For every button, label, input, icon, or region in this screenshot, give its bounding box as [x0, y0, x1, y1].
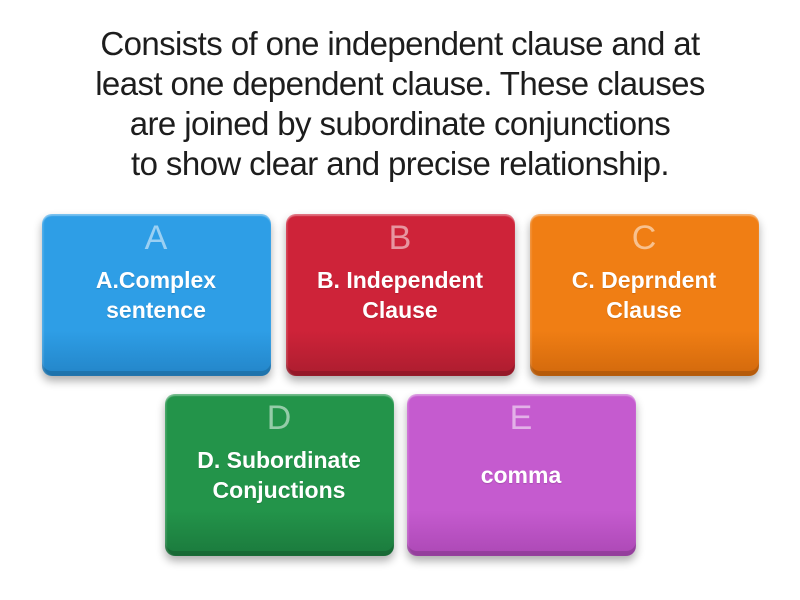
question-line: are joined by subordinate conjunctions [129, 105, 671, 142]
answer-row-2: D D. Subordinate Conjuctions E comma [0, 394, 800, 556]
answer-label-c: C. Deprndent Clause [571, 267, 717, 323]
question-line: to show clear and precise relationship. [131, 145, 670, 182]
answer-card-d[interactable]: D D. Subordinate Conjuctions [164, 394, 394, 556]
answer-letter-e: E [509, 399, 533, 437]
answer-label-a: A.Complex sentence [95, 267, 217, 323]
answer-letter-a: A [144, 219, 168, 257]
answer-letter-c: C [631, 219, 657, 257]
answer-card-e[interactable]: E comma [406, 394, 636, 556]
answer-card-a[interactable]: A A.Complex sentence [41, 214, 271, 376]
answer-card-c[interactable]: C C. Deprndent Clause [529, 214, 759, 376]
answer-row-1: A A.Complex sentence B B. Independent Cl… [0, 214, 800, 376]
answer-card-b[interactable]: B B. Independent Clause [285, 214, 515, 376]
answer-letter-d: D [266, 399, 292, 437]
answer-letter-b: B [388, 219, 412, 257]
question-line: Consists of one independent clause and a… [100, 25, 700, 62]
answer-label-b: B. Independent Clause [316, 267, 484, 323]
answer-label-d: D. Subordinate Conjuctions [197, 447, 361, 503]
answer-label-e: comma [480, 462, 562, 488]
question-line: least one dependent clause. These clause… [95, 65, 705, 102]
question-text: Consists of one independent clause and a… [10, 0, 790, 184]
